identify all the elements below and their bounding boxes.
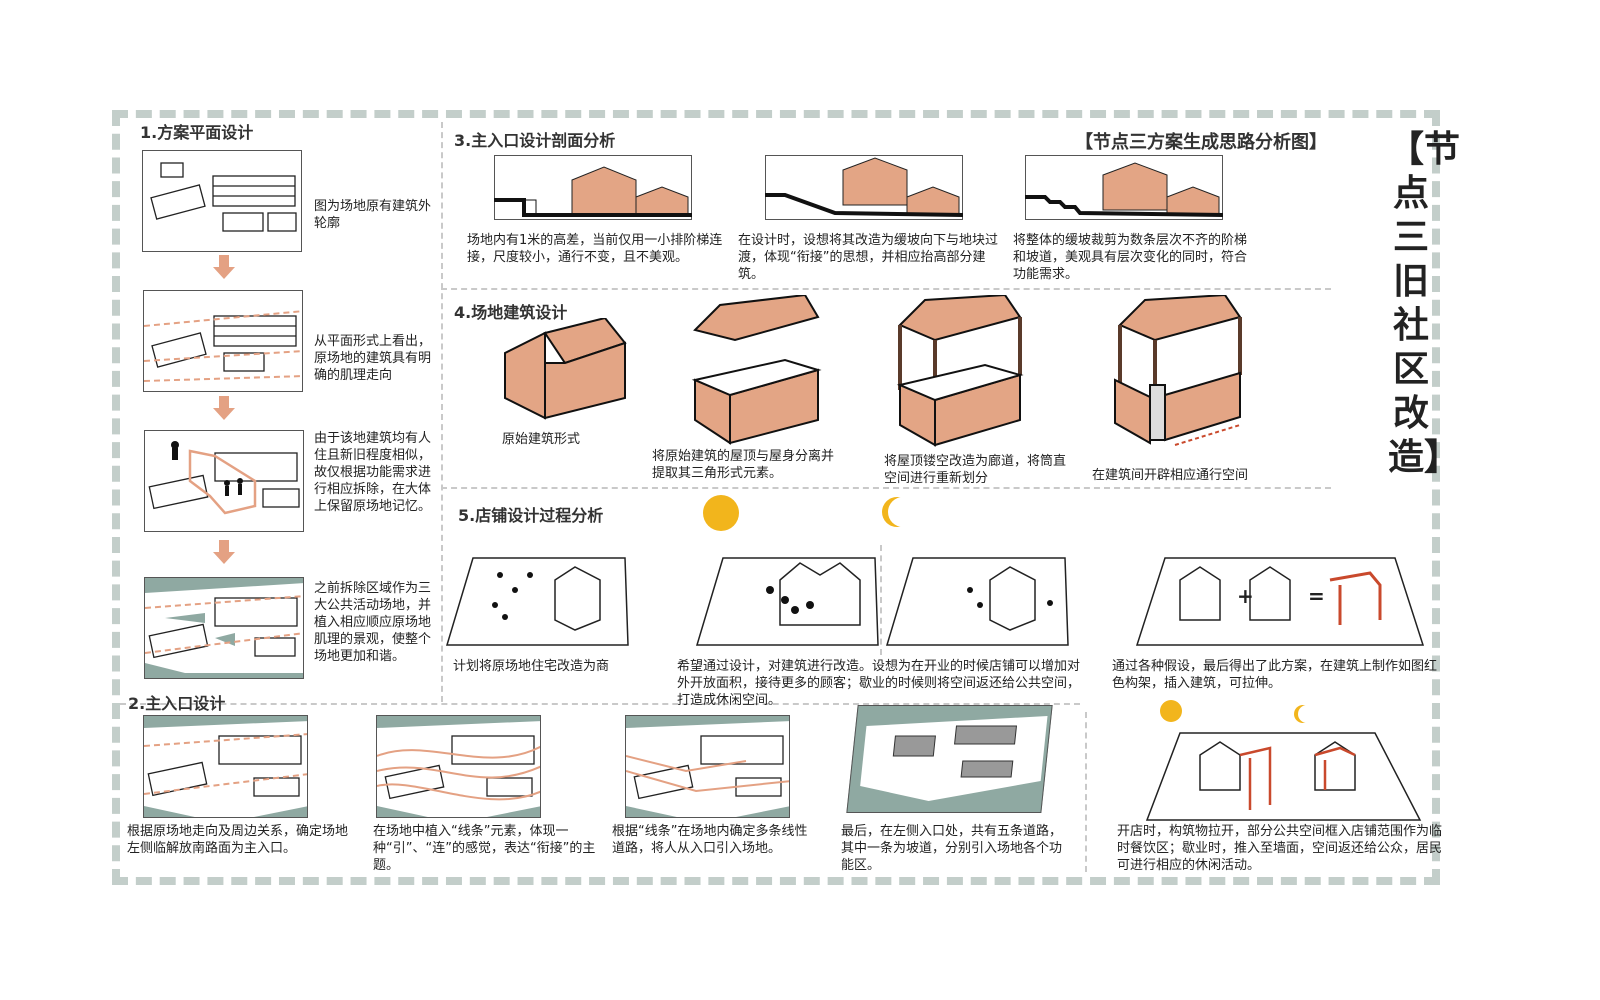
separated-roof-icon	[691, 295, 822, 445]
section-drawing-2	[765, 155, 963, 220]
section-drawing-1	[494, 155, 692, 220]
plan-landscape-image	[144, 577, 304, 679]
s4-text-2: 将原始建筑的屋顶与屋身分离并提取其三角形式元素。	[652, 449, 835, 481]
entrance-plan-2	[376, 715, 541, 818]
s2-text-4: 最后，在左侧入口处，共有五条道路，其中一条为坡道，分别引入场地各个功能区。	[841, 824, 1063, 873]
s5-text-4: 开店时，构筑物拉开，部分公共空间框入店铺范围作为临时餐饮区；歇业时，推入至墙面，…	[1117, 824, 1443, 873]
shop-plan-3	[885, 557, 1069, 646]
divider	[120, 703, 1080, 705]
s1-text-1: 图为场地原有建筑外轮廓	[314, 199, 432, 231]
moon-icon	[888, 497, 918, 527]
divider	[441, 288, 1331, 290]
s1-text-4: 之前拆除区域作为三大公共活动场地，并植入相应顺应原场地肌理的景观，使整个场地更加…	[314, 581, 432, 664]
section-2-heading: 2.主入口设计	[128, 694, 226, 713]
diagram-title: 【节点三方案生成思路分析图】	[1075, 132, 1327, 153]
passage-building-icon	[1114, 295, 1242, 446]
section-1-heading: 1.方案平面设计	[140, 123, 254, 142]
s1-text-2: 从平面形式上看出，原场地的建筑具有明确的肌理走向	[314, 334, 432, 383]
s2-text-3: 根据“线条”在场地内确定多条线性道路，将人从入口引入场地。	[612, 824, 808, 856]
s5-text-2: 希望通过设计，对建筑进行改造。设想为在开业的时候店铺可以增加对外开放面积，接待更…	[677, 659, 1081, 708]
section-drawing-3	[1025, 155, 1223, 220]
plus-symbol: +	[1237, 584, 1254, 608]
s4-text-3: 将屋顶镂空改造为廊道，将筒直空间进行重新划分	[884, 454, 1067, 486]
shop-plan-1	[445, 557, 629, 646]
s2-text-1: 根据原场地走向及周边关系，确定场地左侧临解放南路面为主入口。	[127, 824, 349, 856]
s3-text-2: 在设计时，设想将其改造为缓坡向下与地块过渡，体现“衔接”的思想，并相应抬高部分建…	[738, 233, 999, 282]
down-arrow-icon	[213, 396, 235, 420]
equals-symbol: =	[1308, 584, 1325, 608]
s3-text-3: 将整体的缓坡裁剪为数条层次不齐的阶梯和坡道，美观具有层次变化的同时，符合功能需求…	[1013, 233, 1248, 282]
entrance-plan-1	[143, 715, 308, 818]
original-building-icon	[504, 318, 627, 420]
shop-plan-2	[695, 557, 879, 646]
divider	[441, 487, 1331, 489]
divider	[441, 122, 443, 702]
entrance-plan-final	[846, 705, 1053, 813]
s5-text-3: 通过各种假设，最后得出了此方案，在建筑上制作如图红色构架，插入建筑，可拉伸。	[1112, 659, 1438, 691]
s1-text-3: 由于该地建筑均有人住且新旧程度相似，故仅根据功能需求进行相应拆除，在大体上保留原…	[314, 431, 432, 514]
section-3-heading: 3.主入口设计剖面分析	[454, 131, 616, 150]
shop-plan-4	[1135, 557, 1425, 646]
s5-text-1: 计划将原场地住宅改造为商	[453, 659, 610, 674]
sun-icon	[1160, 700, 1182, 722]
section-5-heading: 5.店铺设计过程分析	[458, 506, 604, 525]
s2-text-2: 在场地中植入“线条”元素，体现一种“引”、“连”的感觉，表达“衔接”的主题。	[373, 824, 596, 873]
corridor-roof-icon	[896, 295, 1024, 447]
divider	[880, 545, 882, 655]
s3-text-1: 场地内有1米的高差，当前仅用一小排阶梯连接，尺度较小，通行不变，且不美观。	[467, 233, 723, 265]
vertical-title: 【节点三 旧社区改造】	[1388, 129, 1461, 478]
moon-icon	[1298, 705, 1316, 723]
section-4-heading: 4.场地建筑设计	[454, 303, 568, 322]
shop-final-plan	[1145, 732, 1422, 821]
plan-demolition-image	[144, 430, 304, 532]
sun-icon	[703, 495, 739, 531]
s4-text-4: 在建筑间开辟相应通行空间	[1092, 468, 1249, 483]
entrance-plan-3	[625, 715, 790, 818]
plan-texture-image	[143, 290, 303, 392]
down-arrow-icon	[213, 540, 235, 564]
down-arrow-icon	[213, 255, 235, 279]
outer-dashed-frame	[112, 110, 1440, 885]
divider	[1085, 712, 1087, 872]
plan-outline-image	[142, 150, 302, 252]
s4-text-1: 原始建筑形式	[502, 432, 581, 447]
